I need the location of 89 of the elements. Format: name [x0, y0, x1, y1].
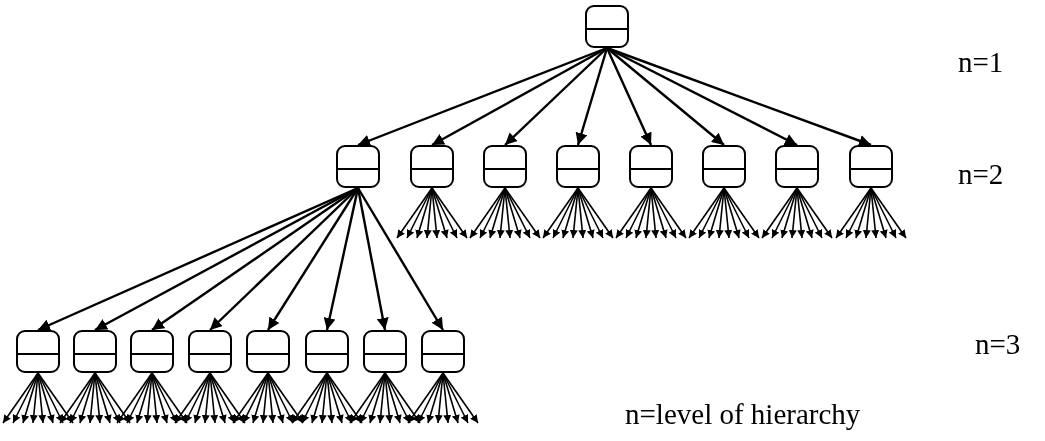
- arrow: [650, 187, 687, 239]
- arrow: [442, 372, 469, 424]
- arrow: [69, 372, 96, 424]
- arrow: [37, 372, 74, 424]
- arrow: [267, 372, 304, 424]
- arrow: [431, 187, 468, 239]
- arrow: [94, 372, 131, 424]
- hierarchy-node: [73, 330, 117, 373]
- arrow: [384, 372, 411, 424]
- hierarchy-node: [702, 145, 746, 188]
- arrow: [606, 46, 872, 147]
- arrow: [326, 372, 363, 424]
- arrow: [625, 187, 652, 239]
- arrow: [37, 372, 64, 424]
- hierarchy-node: [421, 330, 465, 373]
- level-label: n=3: [975, 330, 1021, 359]
- arrow: [542, 187, 579, 239]
- hierarchy-node: [585, 5, 629, 48]
- arrow: [575, 47, 609, 146]
- arrow: [417, 372, 444, 424]
- arrow: [771, 187, 798, 239]
- arrow: [59, 372, 96, 424]
- arrow: [479, 187, 506, 239]
- hierarchy-node: [336, 145, 380, 188]
- arrow: [356, 187, 445, 331]
- arrow: [796, 187, 823, 239]
- arrow: [469, 187, 506, 239]
- arrow: [504, 47, 608, 146]
- arrow: [761, 187, 798, 239]
- arrow: [723, 187, 750, 239]
- arrow: [94, 372, 121, 424]
- hierarchy-node: [410, 145, 454, 188]
- arrow: [845, 187, 872, 239]
- arrow: [267, 372, 294, 424]
- arrow: [209, 372, 246, 424]
- arrow: [323, 187, 360, 331]
- arrow: [174, 372, 211, 424]
- hierarchy-node: [775, 145, 819, 188]
- hierarchy-node: [246, 330, 290, 373]
- arrow: [870, 187, 907, 239]
- arrow: [184, 372, 211, 424]
- arrow: [552, 187, 579, 239]
- arrow: [606, 47, 725, 146]
- hierarchy-node: [188, 330, 232, 373]
- arrow: [504, 187, 541, 239]
- hierarchy-node: [556, 145, 600, 188]
- arrow: [301, 372, 328, 424]
- hierarchy-node: [130, 330, 174, 373]
- arrow: [209, 372, 236, 424]
- arrow: [407, 372, 444, 424]
- arrow: [688, 187, 725, 239]
- hierarchy-node: [16, 330, 60, 373]
- arrow: [12, 372, 39, 424]
- arrow: [442, 372, 479, 424]
- arrow: [605, 47, 653, 146]
- arrow: [615, 187, 652, 239]
- arrow: [504, 187, 531, 239]
- hierarchy-node: [305, 330, 349, 373]
- arrow: [151, 372, 188, 424]
- arrow: [577, 187, 604, 239]
- hierarchy-node: [629, 145, 673, 188]
- arrow: [577, 187, 614, 239]
- arrow: [242, 372, 269, 424]
- level-label: n=1: [958, 48, 1004, 77]
- hierarchy-node: [849, 145, 893, 188]
- arrow: [151, 372, 178, 424]
- level-label: n=2: [958, 160, 1004, 189]
- arrow: [356, 187, 389, 331]
- arrow: [359, 372, 386, 424]
- note-text: n=level of hierarchy: [625, 400, 861, 429]
- arrow: [406, 187, 433, 239]
- arrow: [116, 372, 153, 424]
- arrow: [2, 372, 39, 424]
- arrow: [349, 372, 386, 424]
- arrow: [396, 187, 433, 239]
- arrow: [126, 372, 153, 424]
- arrow: [723, 187, 760, 239]
- arrow: [232, 372, 269, 424]
- arrow: [326, 372, 353, 424]
- arrow: [650, 187, 677, 239]
- arrow: [870, 187, 897, 239]
- arrow: [291, 372, 328, 424]
- arrow: [431, 187, 458, 239]
- arrow: [384, 372, 421, 424]
- arrow: [835, 187, 872, 239]
- arrow: [796, 187, 833, 239]
- hierarchy-node: [483, 145, 527, 188]
- hierarchy-node: [363, 330, 407, 373]
- arrow: [698, 187, 725, 239]
